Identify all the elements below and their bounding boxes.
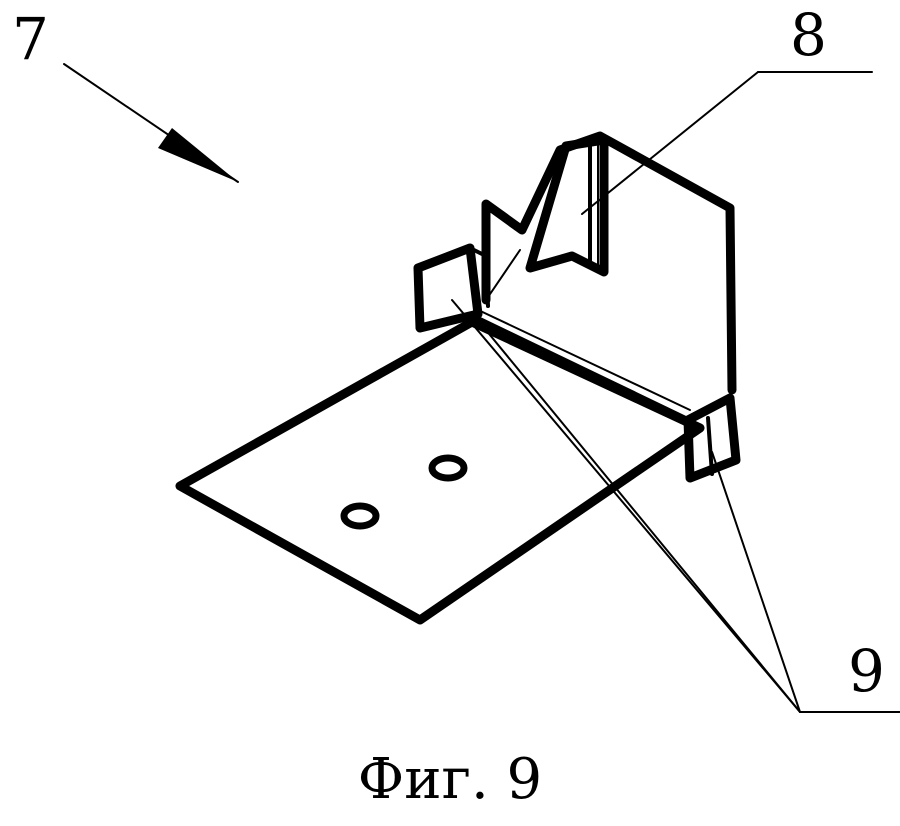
- view-arrow-head: [158, 128, 238, 182]
- fold-edge-back: [473, 307, 691, 411]
- reference-label-7: 7: [12, 5, 49, 73]
- vertical-wall-outline: [481, 131, 737, 395]
- reference-label-9: 9: [848, 637, 885, 705]
- base-plate: [175, 317, 705, 625]
- leader-9-right: [711, 451, 801, 713]
- corner-flange-right: [683, 393, 741, 483]
- corner-flange-right-fold: [706, 416, 714, 476]
- leader-9-left-inner: [475, 317, 801, 713]
- figure-caption: Фиг. 9: [357, 747, 543, 812]
- corner-flange-left-top: [468, 246, 488, 258]
- corner-flange-left-side: [484, 254, 490, 308]
- reference-label-8: 8: [790, 1, 827, 69]
- leader-8: [581, 71, 759, 215]
- corner-flange-left: [413, 243, 483, 333]
- bent-tab: [525, 135, 609, 277]
- mounting-hole-upper: [428, 454, 468, 482]
- wall-inner-edge: [485, 249, 521, 301]
- fold-edge-front: [476, 316, 692, 422]
- leader-9-left: [451, 299, 801, 713]
- mounting-hole-lower: [340, 502, 380, 530]
